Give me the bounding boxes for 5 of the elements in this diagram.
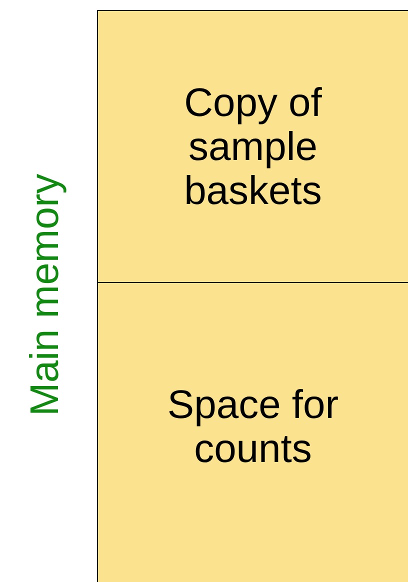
region-label: Space for counts xyxy=(166,383,340,471)
axis-label: Main memory xyxy=(22,172,68,418)
memory-region xyxy=(97,10,408,283)
memory-region xyxy=(97,282,408,582)
region-label: Copy of sample baskets xyxy=(183,80,323,212)
